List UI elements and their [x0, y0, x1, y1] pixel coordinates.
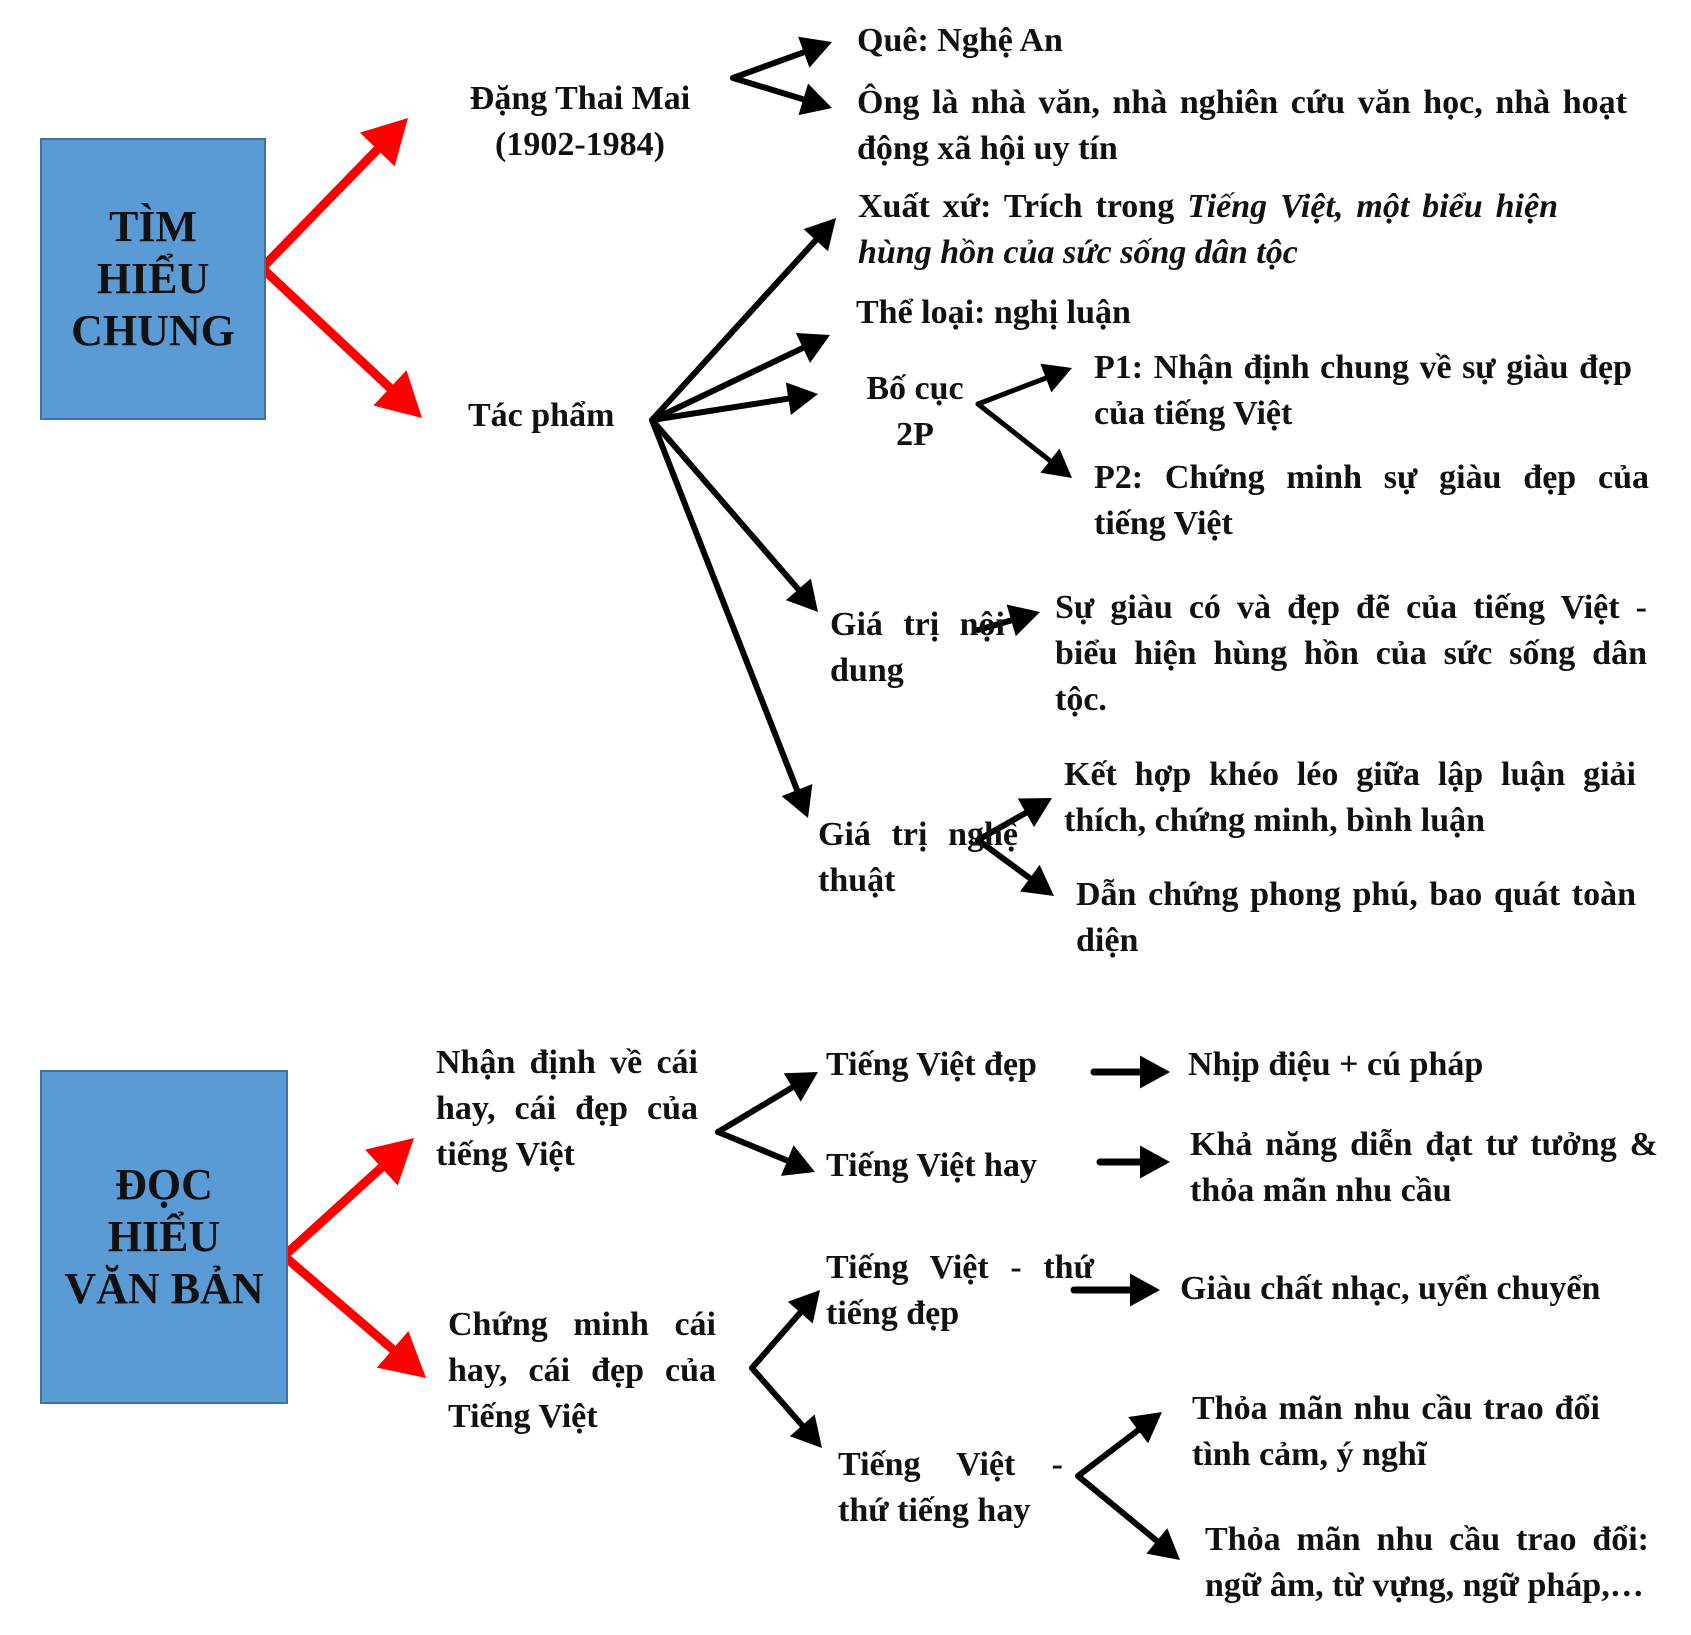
branch-arrow	[649, 417, 818, 612]
branch-arrow	[649, 333, 830, 423]
proof-good-2: Thỏa mãn nhu cầu trao đổi: ngữ âm, từ vự…	[1205, 1521, 1649, 1604]
branch-arrow	[749, 1290, 820, 1371]
branch-arrow	[649, 417, 813, 818]
proof-good: Tiếng Việt - thứ tiếng hay	[838, 1446, 1063, 1529]
box-line: HIỂU	[96, 254, 210, 303]
branch-arrow	[1096, 1145, 1170, 1179]
content-value-node: Giá trị nội dung	[830, 606, 1005, 689]
art-value-node: Giá trị nghệ thuật	[818, 816, 1018, 899]
art-value-2: Dẫn chứng phong phú, bao quát toàn diện	[1076, 876, 1636, 959]
branch-arrow	[1070, 1273, 1160, 1307]
branch-arrow	[730, 75, 832, 116]
branch-arrow	[730, 36, 832, 81]
main-arrow	[279, 1251, 426, 1378]
main-arrow	[257, 118, 408, 273]
box-line: TÌM	[109, 202, 197, 251]
box-line: HIỂU	[107, 1212, 221, 1261]
box-doc-hieu-van-ban: ĐỌC HIỂU VĂN BẢN	[40, 1070, 288, 1404]
main-arrow	[279, 1138, 414, 1261]
author-name: Đặng Thai Mai	[469, 80, 691, 117]
claim-beautiful: Tiếng Việt đẹp	[826, 1046, 1037, 1083]
author-hometown: Quê: Nghệ An	[857, 22, 1063, 59]
content-value-text: Sự giàu có và đẹp đẽ của tiếng Việt - bi…	[1055, 589, 1647, 718]
work-origin-prefix: Xuất xứ: Trích trong	[858, 188, 1188, 225]
work-genre: Thể loại: nghị luận	[856, 294, 1131, 331]
work-origin-title: Tiếng Việt, một biểu hiện hùng hồn của s…	[858, 188, 1559, 271]
claim-node: Nhận định về cái hay, cái đẹp của tiếng …	[436, 1044, 698, 1173]
proof-node: Chứng minh cái hay, cái đẹp của Tiếng Vi…	[448, 1306, 716, 1435]
branch-arrow	[649, 218, 836, 423]
branch-arrow	[975, 401, 1072, 478]
proof-beautiful: Tiếng Việt - thứ tiếng đẹp	[826, 1249, 1094, 1332]
proof-good-1: Thỏa mãn nhu cầu trao đổi tình cảm, ý ng…	[1192, 1390, 1600, 1473]
branch-arrow	[975, 837, 1054, 896]
branch-arrow	[975, 604, 1040, 637]
box-tim-hieu-chung: TÌM HIỂU CHUNG	[40, 138, 266, 420]
box-line: ĐỌC	[115, 1160, 213, 1209]
author-years: (1902-1984)	[495, 126, 665, 163]
branch-arrow	[975, 798, 1052, 843]
claim-beautiful-detail: Nhịp điệu + cú pháp	[1188, 1046, 1484, 1083]
branch-arrow	[1090, 1055, 1170, 1089]
layout-p2: P2: Chứng minh sự giàu đẹp của tiếng Việ…	[1094, 459, 1649, 542]
author-bio: Ông là nhà văn, nhà nghiên cứu văn học, …	[857, 84, 1627, 167]
author-node: Đặng Thai Mai (1902-1984)	[440, 76, 720, 168]
layout-node: Bố cục 2P	[866, 370, 964, 453]
branch-arrow	[715, 1129, 815, 1176]
branch-arrow	[1075, 1473, 1180, 1560]
proof-beautiful-detail: Giàu chất nhạc, uyển chuyển	[1180, 1270, 1601, 1307]
main-arrow	[257, 263, 422, 418]
layout-p1: P1: Nhận định chung về sự giàu đẹp của t…	[1094, 349, 1632, 432]
box-line: VĂN BẢN	[64, 1264, 264, 1313]
branch-arrow	[749, 1365, 822, 1448]
claim-good: Tiếng Việt hay	[826, 1147, 1037, 1184]
claim-good-detail: Khả năng diễn đạt tư tưởng & thỏa mãn nh…	[1190, 1126, 1658, 1209]
branch-arrow	[1075, 1412, 1162, 1479]
box-line: CHUNG	[71, 306, 235, 355]
art-value-1: Kết hợp khéo léo giữa lập luận giải thíc…	[1064, 756, 1636, 839]
work-node: Tác phẩm	[468, 397, 615, 434]
branch-arrow	[715, 1072, 818, 1135]
work-origin: Xuất xứ: Trích trong Tiếng Việt, một biể…	[858, 184, 1558, 276]
branch-arrow	[649, 382, 818, 423]
branch-arrow	[975, 363, 1072, 407]
